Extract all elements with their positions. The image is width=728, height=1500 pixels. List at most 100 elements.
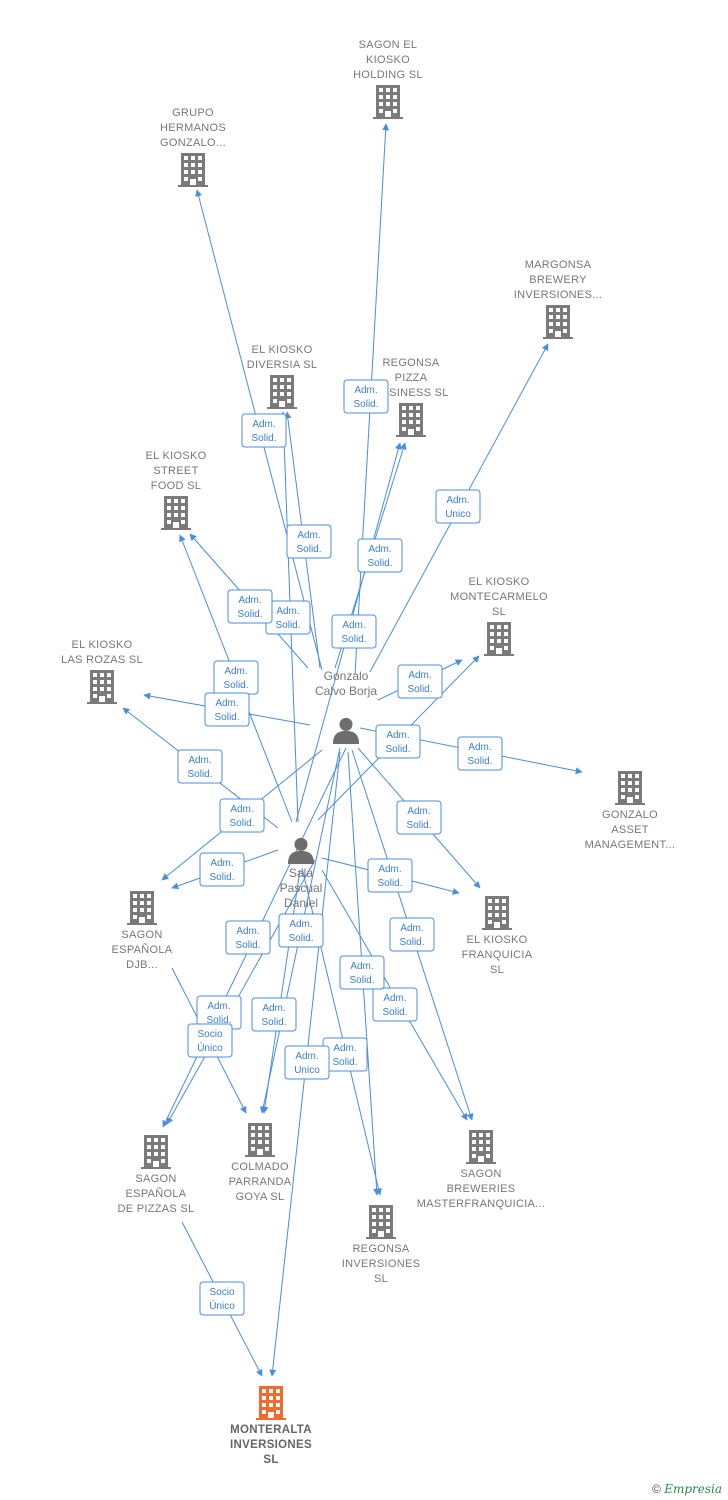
building-icon [87,670,117,704]
badge-label: Adm. [342,620,365,631]
badge-label: Solid. [229,818,254,829]
company-name: HERMANOS [160,122,226,134]
role-badge-gonzalo-to-regonsa-inversiones[interactable]: Adm.Solid. [339,955,385,990]
role-badge-gonzalo-to-colmado[interactable]: Adm.Solid. [278,913,324,948]
company-name: SL [492,606,506,618]
badge-label: Solid. [237,609,262,620]
badge-box [286,524,332,559]
role-badge-gonzalo-to-kiosko-montecarmelo[interactable]: Adm.Solid. [397,664,443,699]
company-name: MANAGEMENT... [585,839,676,851]
company-name: DJB... [126,959,158,971]
role-badge-sala-to-regonsa-inversiones[interactable]: Adm.Solid. [322,1037,368,1072]
company-node-sagon-djb[interactable]: SAGON ESPAÑOLA DJB... [112,891,173,971]
badge-label: Adm. [215,698,238,709]
company-node-sagon-breweries[interactable]: SAGONBREWERIESMASTERFRANQUICIA... [417,1130,546,1210]
badge-box [457,736,503,771]
role-badge-sala-to-kiosko-montecarmelo[interactable]: Adm.Solid. [375,724,421,759]
company-name: ESPAÑOLA [112,943,173,956]
role-badge-sala-to-sagon-breweries[interactable]: Adm.Solid. [372,987,418,1022]
company-name: STREET [153,465,198,477]
company-name: COLMADO [231,1161,289,1173]
role-badge-sala-to-sagon-pizzas[interactable]: Adm.Solid. [196,995,242,1030]
badge-box [367,858,413,893]
role-badge-gonzalo-to-margonsa[interactable]: Adm.Unico [435,489,481,524]
building-icon [543,305,573,339]
badge-label: Solid. [214,712,239,723]
company-node-colmado[interactable]: COLMADO PARRANDA GOYA SL [229,1123,292,1203]
role-badge-gonzalo-to-kiosko-rozas[interactable]: Adm. Solid. [204,692,250,727]
building-icon [245,1123,275,1157]
role-badge-gonzalo-to-grupo-hermanos[interactable]: Adm.Solid. [241,413,287,448]
badge-label: Adm. [207,1001,230,1012]
company-name: EL KIOSKO [469,576,530,588]
role-badge-sala-to-kiosko-franquicia[interactable]: Adm.Solid. [367,858,413,893]
role-badge-gonzalo-to-sagon-breweries[interactable]: Adm. Solid. [389,917,435,952]
badge-label: Adm. [400,923,423,934]
badge-box [375,724,421,759]
badge-label: Solid. [251,433,276,444]
badge-label: Solid. [223,680,248,691]
building-icon [256,1386,286,1420]
company-name: BREWERIES [447,1183,516,1195]
role-badge-sala-to-kiosko-rozas[interactable]: Adm.Solid. [177,749,223,784]
company-node-margonsa[interactable]: MARGONSABREWERYINVERSIONES... [514,259,603,339]
role-badge-gonzalo-to-kiosko-franquicia[interactable]: Adm.Solid. [396,800,442,835]
role-badge-gonzalo-to-gonzalo-asset[interactable]: Adm.Solid. [457,736,503,771]
role-badge-sala-to-kiosko-diversia[interactable]: Adm.Solid. [265,600,311,635]
footer-credit[interactable]: © Empresia [652,1482,722,1496]
badge-label: Solid. [332,1057,357,1068]
company-name: GOYA SL [236,1191,285,1203]
role-badge-gonzalo-to-kiosko-diversia[interactable]: Adm.Solid. [286,524,332,559]
building-icon [161,496,191,530]
role-badge-sala-to-kiosko-street[interactable]: Adm.Solid. [213,660,259,695]
badge-label: Solid. [377,878,402,889]
company-node-grupo-hermanos[interactable]: GRUPOHERMANOSGONZALO... [160,107,226,187]
badge-label: Solid. [467,756,492,767]
role-badge-sala-to-sagon-djb[interactable]: Adm.Solid. [199,852,245,887]
role-badge-gonzalo-to-sagon-holding[interactable]: Adm.Solid. [343,379,389,414]
role-badge-sala-to-regonsa-pizza[interactable]: Adm.Solid. [331,614,377,649]
badge-label: Solid. [399,937,424,948]
role-badge-gonzalo-to-sagon-pizzas[interactable]: Adm.Solid. [225,920,271,955]
badge-label: Adm. [236,926,259,937]
company-name: EL KIOSKO [72,639,133,651]
company-name: EL KIOSKO [146,450,207,462]
role-badge-gonzalo-to-sagon-djb[interactable]: Adm.Solid. [219,798,265,833]
company-name: INVERSIONES [230,1439,312,1451]
role-badge-gonzalo-to-regonsa-pizza[interactable]: Adm. Solid. [357,538,403,573]
building-icon [484,622,514,656]
company-node-kiosko-montecarmelo[interactable]: EL KIOSKO MONTECARMELO SL [450,576,548,656]
company-name: GRUPO [172,107,214,119]
person-name: Daniel [284,896,318,910]
person-icon [332,717,360,744]
badge-label: Socio [197,1029,222,1040]
role-badge-gonzalo-to-kiosko-street[interactable]: Adm.Solid. [227,589,273,624]
company-name: SAGON [121,929,162,941]
role-badge-sala-to-colmado[interactable]: Adm.Solid. [251,997,297,1032]
company-name: MASTERFRANQUICIA... [417,1198,546,1210]
badge-label: Adm. [446,495,469,506]
company-name: KIOSKO [366,54,410,66]
role-badge-gonzalo-to-monteralta[interactable]: Adm.Unico [284,1045,330,1080]
person-name: Gonzalo [324,669,369,683]
badge-label: Solid. [261,1017,286,1028]
badge-label: Solid. [367,558,392,569]
badge-label: Adm. [368,544,391,555]
company-name: PARRANDA [229,1176,292,1188]
company-name: MONTECARMELO [450,591,548,603]
company-name: INVERSIONES... [514,289,603,301]
company-node-gonzalo-asset[interactable]: GONZALOASSETMANAGEMENT... [585,771,676,851]
